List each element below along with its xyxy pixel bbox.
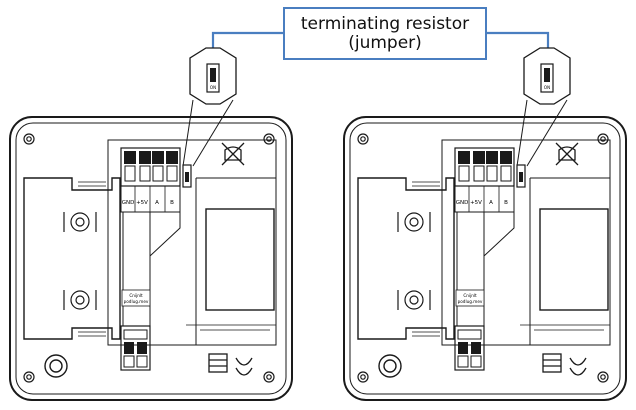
terminal-label-a: A <box>489 200 493 206</box>
callout-line-1: terminating resistor <box>300 13 470 34</box>
unit-left: GND +5V A B Cnijnlt podlug.mev ON <box>9 47 293 401</box>
label-plate-line2: podlug.mev <box>124 299 149 304</box>
terminating-resistor-callout: terminating resistor (jumper) <box>283 7 487 60</box>
terminal-label-gnd: GND <box>456 200 469 206</box>
terminal-label-gnd: GND <box>122 200 135 206</box>
label-plate-line2: podlug.mev <box>458 299 483 304</box>
zoom-on-label: ON <box>210 85 216 90</box>
unit-right: GND +5V A B Cnijnlt podlug.mev ON <box>343 47 627 401</box>
terminal-label-b: B <box>504 200 508 206</box>
terminal-label-5v: +5V <box>136 200 148 206</box>
terminal-label-a: A <box>155 200 159 206</box>
zoom-on-label: ON <box>544 85 550 90</box>
label-plate-line1: Cnijnlt <box>463 293 477 298</box>
label-plate-line1: Cnijnlt <box>129 293 143 298</box>
terminal-label-b: B <box>170 200 174 206</box>
callout-line-2: (jumper) <box>348 32 422 53</box>
terminal-label-5v: +5V <box>470 200 482 206</box>
